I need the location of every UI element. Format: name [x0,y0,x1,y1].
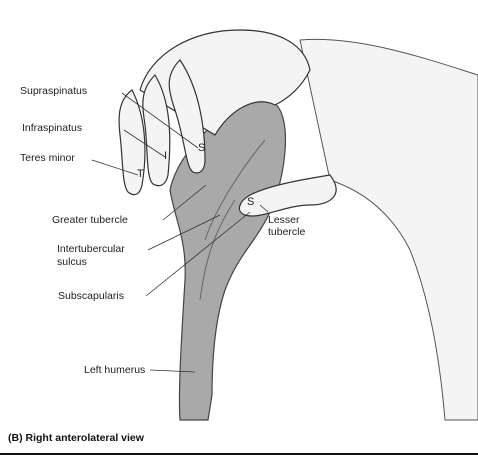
label-supraspinatus: Supraspinatus [20,85,87,97]
label-infraspinatus: Infraspinatus [22,122,82,134]
label-teres-minor: Teres minor [20,152,75,164]
bottom-rule [0,453,478,455]
forearm [300,39,478,420]
label-lesser-2: tubercle [268,226,305,238]
label-subscapularis: Subscapularis [58,290,124,302]
letter-i-middle: I [164,150,167,162]
letter-t-ring: T [137,168,144,180]
label-left-humerus: Left humerus [84,364,145,376]
letter-s-thumb: S [247,196,254,208]
label-greater-tubercle: Greater tubercle [52,214,128,226]
letter-s-index: S [198,142,205,154]
label-lesser-1: Lesser [268,214,300,226]
figure-caption: (B) Right anterolateral view [8,432,144,444]
label-intertubercular-2: sulcus [57,256,87,268]
label-intertubercular-1: Intertubercular [57,243,125,255]
